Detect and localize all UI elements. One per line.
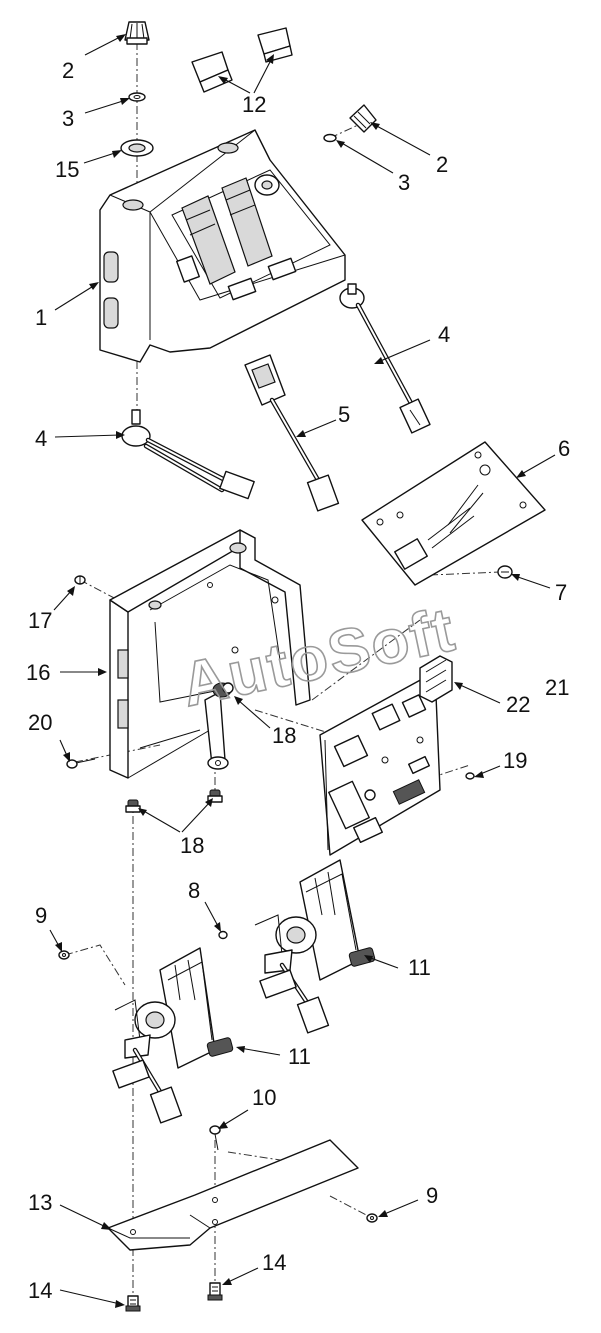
leader-lines (49, 34, 556, 1308)
callout-11-right: 11 (408, 955, 431, 980)
callout-9-right: 9 (426, 1183, 438, 1208)
callout-2-right: 2 (436, 152, 448, 177)
bolt-part-14-left (125, 1295, 141, 1312)
screw-part-20 (66, 758, 96, 769)
nut-part-9-right (366, 1213, 378, 1223)
knob-part-2-left (124, 21, 150, 45)
bracket-housing-part-16 (109, 529, 311, 779)
callout-5: 5 (338, 402, 350, 427)
callout-17: 17 (28, 608, 52, 633)
callout-16: 16 (26, 660, 50, 685)
callout-8: 8 (188, 878, 200, 903)
screw-part-17 (74, 575, 86, 585)
washer-part-3-right (323, 133, 337, 143)
callout-18-center: 18 (272, 723, 296, 748)
pedal-assembly-part-11-left (112, 947, 234, 1124)
callout-1: 1 (35, 305, 47, 330)
knob-part-2-right (349, 104, 377, 133)
callout-3-right: 3 (398, 170, 410, 195)
callout-10: 10 (252, 1085, 276, 1110)
callout-21: 21 (545, 675, 569, 700)
washer-part-3-left (128, 92, 146, 102)
callout-14-left: 14 (28, 1278, 52, 1303)
callout-22: 22 (506, 692, 530, 717)
callout-12: 12 (242, 92, 266, 117)
callout-4-right: 4 (438, 322, 450, 347)
circuit-board-part-21 (319, 671, 441, 856)
switch-harness-part-5 (244, 354, 340, 512)
callout-14-right: 14 (262, 1250, 286, 1275)
mounting-plate-part-6 (361, 441, 546, 586)
screw-part-10 (209, 1125, 221, 1151)
bushing-part-18-lower (125, 789, 223, 813)
callout-15: 15 (55, 157, 79, 182)
screw-part-7 (497, 565, 513, 579)
callout-9-left: 9 (35, 903, 47, 928)
callout-3-top: 3 (62, 106, 74, 131)
bushing-part-18-center (212, 682, 234, 698)
screw-part-19 (465, 772, 475, 780)
washer-hole (133, 95, 141, 99)
callout-11-left: 11 (288, 1044, 311, 1069)
callout-6: 6 (558, 436, 570, 461)
lever-handle-part-12 (191, 27, 293, 93)
callout-19: 19 (503, 748, 527, 773)
callout-13: 13 (28, 1190, 52, 1215)
nut-part-9-left (58, 950, 70, 960)
console-cover-part-1 (99, 129, 346, 363)
grommet-hole (128, 143, 146, 153)
callout-7: 7 (555, 580, 567, 605)
sensor-harness-part-4-right (339, 283, 431, 434)
callout-2-top: 2 (62, 58, 74, 83)
callout-20: 20 (28, 710, 52, 735)
callout-18-lower: 18 (180, 833, 204, 858)
callout-4-left: 4 (35, 426, 47, 451)
bolt-part-14-right (207, 1282, 223, 1301)
pedal-assembly-part-11-right (254, 859, 376, 1034)
floor-plate-part-13 (107, 1139, 359, 1251)
sensor-harness-part-4-left (121, 409, 255, 500)
screw-part-8 (218, 930, 228, 940)
callout-labels: 2 3 15 12 2 3 1 4 4 5 6 7 17 16 21 22 20… (26, 58, 570, 1303)
connector-part-22 (419, 655, 453, 703)
